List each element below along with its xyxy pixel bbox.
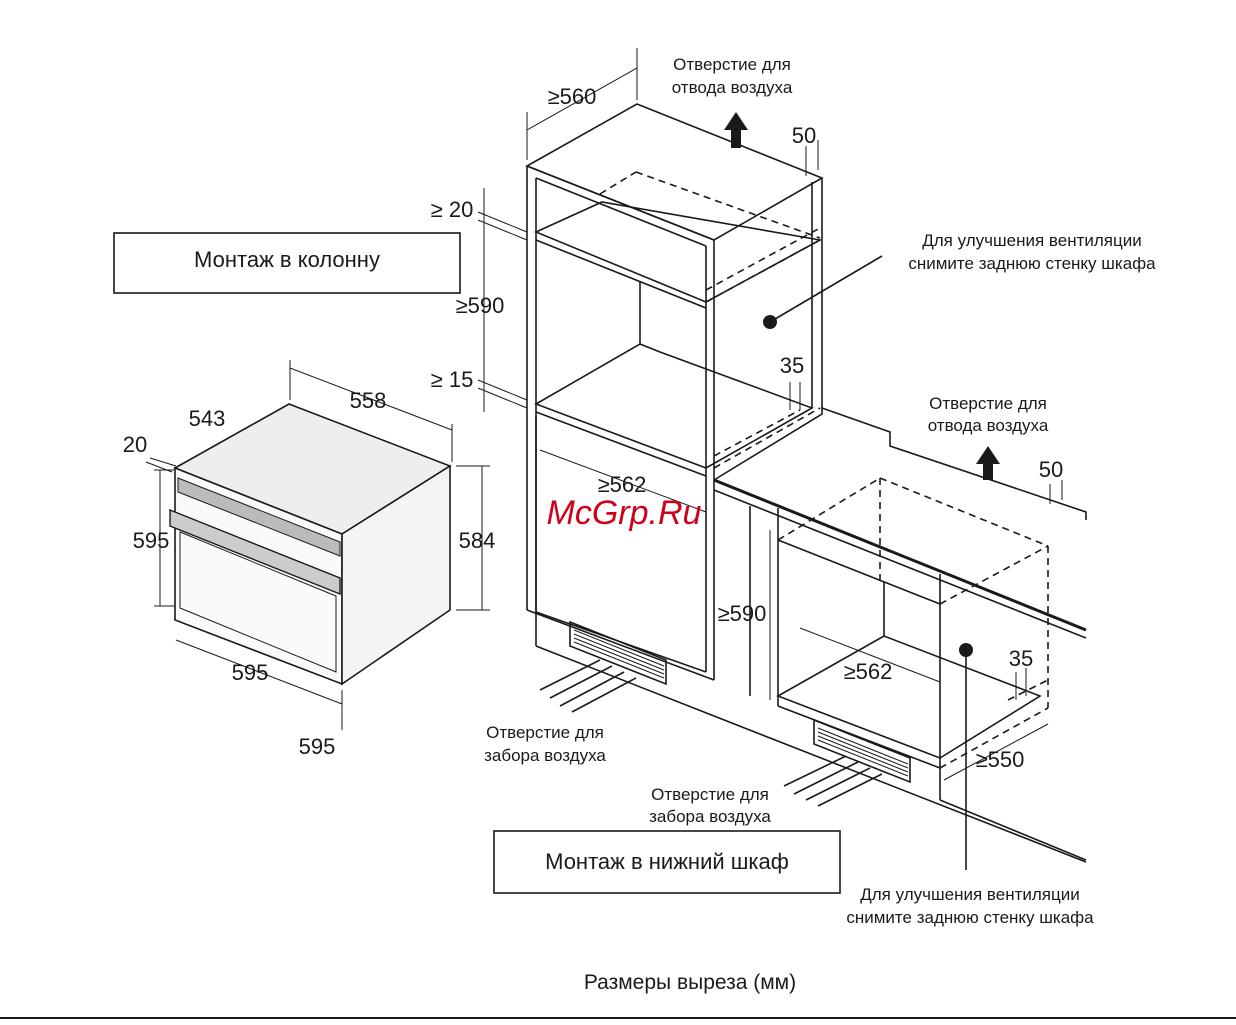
dim-oven-595-bottom: 595 (299, 734, 336, 759)
dim-oven-584: 584 (459, 528, 496, 553)
oven-drawing (169, 403, 452, 686)
exhaust-mid-line2: отвода воздуха (928, 416, 1049, 435)
dim-oven-543: 543 (189, 406, 226, 431)
dim-under-562: ≥562 (844, 659, 893, 684)
dim-oven-20: 20 (123, 432, 147, 457)
dim-oven-558: 558 (350, 388, 387, 413)
dim-column-15: ≥ 15 (431, 367, 474, 392)
under-mount-label: Монтаж в нижний шкаф (545, 849, 789, 874)
intake-right-line1: Отверстие для (651, 785, 769, 804)
dim-column-35: 35 (780, 353, 804, 378)
ventilation-top-line1: Для улучшения вентиляции (922, 231, 1142, 250)
ventilation-bottom-line1: Для улучшения вентиляции (860, 885, 1080, 904)
watermark-text: McGrp.Ru (547, 494, 702, 532)
under-exhaust-arrow (976, 446, 1000, 480)
dim-under-550: ≥550 (976, 747, 1025, 772)
column-mount-label: Монтаж в колонну (194, 247, 380, 272)
intake-left-line1: Отверстие для (486, 723, 604, 742)
column-cabinet (525, 103, 824, 717)
exhaust-top-line1: Отверстие для (673, 55, 791, 74)
dim-under-35: 35 (1009, 646, 1033, 671)
dim-under-590: ≥590 (718, 601, 767, 626)
dim-under-50: 50 (1039, 457, 1063, 482)
diagram-caption: Размеры выреза (мм) (584, 971, 796, 994)
dim-column-560: ≥560 (548, 84, 597, 109)
leader-lines (763, 255, 973, 870)
dim-oven-595-height: 595 (133, 528, 170, 553)
column-exhaust-arrow (724, 112, 748, 148)
under-cabinet (713, 406, 1087, 863)
column-dimension-lines (477, 48, 819, 513)
dim-column-20: ≥ 20 (431, 197, 474, 222)
intake-right-line2: забора воздуха (649, 807, 771, 826)
dim-oven-595-width: 595 (232, 660, 269, 685)
exhaust-top-line2: отвода воздуха (672, 78, 793, 97)
dim-column-590: ≥590 (456, 293, 505, 318)
under-mount-box: Монтаж в нижний шкаф (493, 830, 841, 894)
under-vent-grille (813, 718, 911, 784)
ventilation-top-line2: снимите заднюю стенку шкафа (908, 254, 1156, 273)
oven-dimension-lines (145, 360, 490, 730)
column-mount-box: Монтаж в колонну (113, 232, 461, 294)
under-dimension-lines (769, 480, 1063, 781)
ventilation-bottom-line2: снимите заднюю стенку шкафа (846, 908, 1094, 927)
dim-column-50: 50 (792, 123, 816, 148)
column-vent-grille (569, 620, 667, 686)
exhaust-mid-line1: Отверстие для (929, 394, 1047, 413)
dim-column-562: ≥562 (598, 472, 647, 497)
intake-left-line2: забора воздуха (484, 746, 606, 765)
